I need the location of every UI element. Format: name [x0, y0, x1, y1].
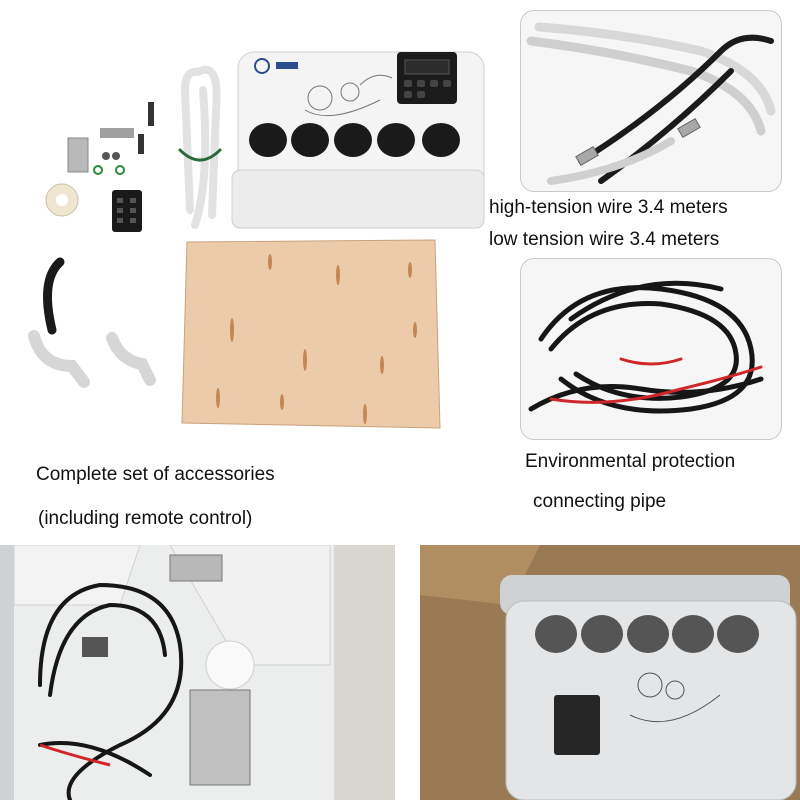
hose-illustration: [526, 22, 776, 185]
white-coiled-hose: [178, 65, 222, 229]
hose-photo: [520, 10, 782, 192]
tape-roll: [45, 183, 79, 217]
environmental-caption-line1: Environmental protection: [525, 451, 736, 472]
rubber-strip: [43, 257, 65, 335]
wire-harness-photo: [520, 258, 782, 440]
low-tension-caption: low tension wire 3.4 meters: [489, 229, 720, 250]
boxed-unit-illustration: [420, 545, 800, 800]
high-tension-caption: high-tension wire 3.4 meters: [489, 197, 728, 218]
environmental-caption-line2: connecting pipe: [533, 491, 667, 512]
remote-control: [112, 190, 142, 232]
unit-in-box-photo: [420, 545, 800, 800]
ac-unit: [231, 51, 485, 229]
accessories-caption-line1: Complete set of accessories: [36, 464, 275, 485]
elbow-fittings: [28, 330, 156, 388]
foam-illustration: [13, 545, 395, 800]
air-vents: [249, 123, 460, 157]
plywood-board: [181, 239, 441, 429]
packaging-foam-photo: [0, 545, 395, 800]
wire-illustration: [528, 280, 764, 414]
accessories-illustration: [28, 51, 485, 429]
accessories-caption-line2: (including remote control): [38, 508, 253, 529]
accessories-photo: [20, 30, 500, 440]
small-fittings: [67, 102, 154, 175]
flower-decoration: [304, 74, 393, 117]
brand-logo: [254, 58, 298, 74]
